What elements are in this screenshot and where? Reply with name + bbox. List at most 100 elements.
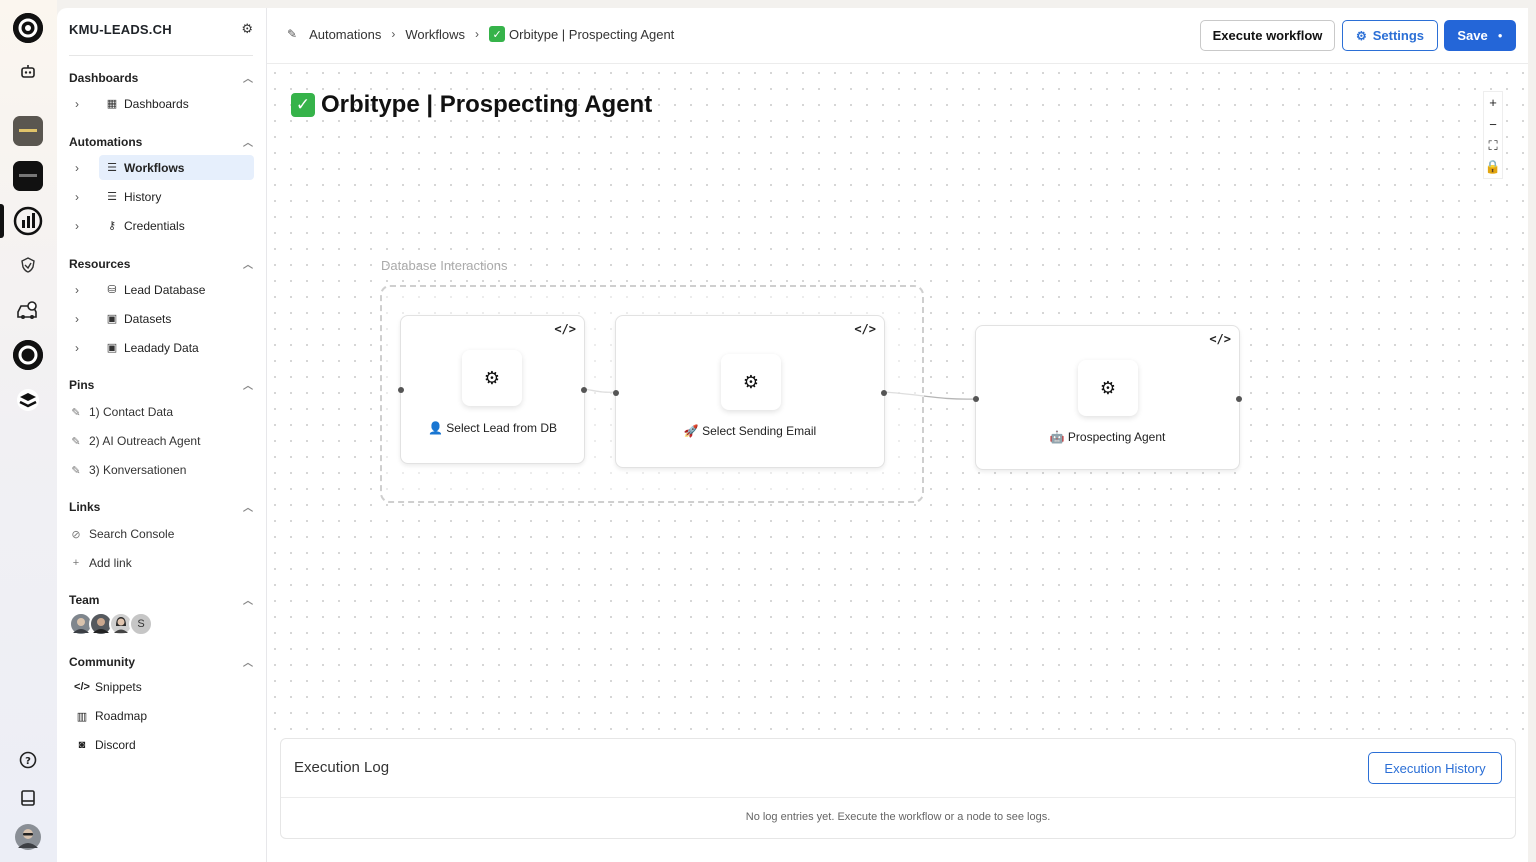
link-search-console[interactable]: ⊘Search Console <box>69 523 253 545</box>
book-icon[interactable] <box>13 783 43 813</box>
settings-button[interactable]: ⚙Settings <box>1342 20 1438 51</box>
code-icon[interactable]: </> <box>1209 332 1231 346</box>
key-icon: ⚷ <box>107 220 117 232</box>
node-input-handle[interactable] <box>973 396 979 402</box>
sidebar-item-leadady-data[interactable]: ▣Leadady Data <box>99 335 254 360</box>
sidebar-item-workflows[interactable]: ☰Workflows <box>99 155 254 180</box>
group-label: Database Interactions <box>381 258 508 273</box>
map-icon: ▥ <box>76 710 88 723</box>
section-team[interactable]: Team︿ <box>69 592 253 608</box>
sidebar: KMU-LEADS.CH ⚙ Dashboards︿ › ▦Dashboards… <box>57 8 267 862</box>
node-output-handle[interactable] <box>1236 396 1242 402</box>
node-output-handle[interactable] <box>881 390 887 396</box>
section-pins[interactable]: Pins︿ <box>69 377 253 393</box>
workflow-node[interactable]: </> ⚙ 🚀 Select Sending Email <box>613 315 887 468</box>
org-switcher[interactable]: KMU-LEADS.CH ⚙ <box>69 21 253 56</box>
folder-icon: ▣ <box>106 342 118 354</box>
check-icon: ✓ <box>489 26 506 42</box>
workspace-thumbnail-icon[interactable] <box>13 116 43 146</box>
node-output-handle[interactable] <box>581 387 587 393</box>
chevron-right-icon[interactable]: › <box>75 190 79 204</box>
pin-icon: ✎ <box>71 435 81 448</box>
pin-icon: ✎ <box>71 464 81 477</box>
chevron-up-icon: ︿ <box>243 596 253 607</box>
folder-icon: ▣ <box>106 313 118 325</box>
user-avatar-icon[interactable] <box>13 822 43 852</box>
chevron-right-icon[interactable]: › <box>75 219 79 233</box>
list-icon: ☰ <box>107 162 117 174</box>
chevron-right-icon: › <box>391 27 396 41</box>
database-icon: ⛁ <box>107 284 117 296</box>
chevron-right-icon[interactable]: › <box>75 161 79 175</box>
analytics-icon[interactable] <box>13 206 43 236</box>
link-icon: ⊘ <box>71 528 81 541</box>
node-input-handle[interactable] <box>398 387 404 393</box>
orbitype-logo-icon[interactable] <box>13 13 43 43</box>
avatar[interactable] <box>69 612 93 636</box>
gear-icon: ⚙ <box>462 350 522 406</box>
gear-icon: ⚙ <box>1078 360 1138 416</box>
community-roadmap[interactable]: ▥Roadmap <box>76 709 148 723</box>
workflow-node[interactable]: </> ⚙ 👤 Select Lead from DB <box>398 315 587 464</box>
avatar[interactable] <box>109 612 133 636</box>
orbit-app-icon[interactable] <box>13 340 43 370</box>
grid-icon: ▦ <box>106 98 118 110</box>
log-empty-message: No log entries yet. Execute the workflow… <box>745 811 1051 823</box>
shield-leaf-icon[interactable] <box>13 250 43 280</box>
node-label: 👤 Select Lead from DB <box>428 421 557 435</box>
node-input-handle[interactable] <box>613 390 619 396</box>
community-discord[interactable]: ◙Discord <box>75 734 259 756</box>
sidebar-item-dashboards[interactable]: ▦Dashboards <box>99 91 254 116</box>
chevron-right-icon[interactable]: › <box>75 312 79 326</box>
code-icon[interactable]: </> <box>554 322 576 336</box>
sidebar-item-datasets[interactable]: ▣Datasets <box>99 306 254 331</box>
gear-icon[interactable]: ⚙ <box>241 21 253 36</box>
save-button[interactable]: Save● <box>1444 20 1516 51</box>
breadcrumb-workflows[interactable]: Workflows <box>405 26 466 42</box>
list-icon: ☰ <box>107 191 117 203</box>
section-dashboards[interactable]: Dashboards︿ <box>69 70 253 86</box>
sidebar-item-lead-database[interactable]: ⛁Lead Database <box>99 277 254 302</box>
workspace-dark-icon[interactable] <box>13 161 43 191</box>
pin-item[interactable]: ✎2) AI Outreach Agent <box>69 430 253 452</box>
pin-icon[interactable]: ✎ <box>287 27 298 41</box>
workflow-title: ✓ Orbitype | Prospecting Agent <box>291 91 652 119</box>
sidebar-item-history[interactable]: ☰History <box>99 184 254 209</box>
workflow-canvas[interactable]: ✓ Orbitype | Prospecting Agent + − ⛶ 🔒 D… <box>267 65 1528 735</box>
chevron-right-icon[interactable]: › <box>75 97 79 111</box>
chevron-up-icon: ︿ <box>243 381 253 392</box>
code-icon[interactable]: </> <box>854 322 876 336</box>
discord-icon: ◙ <box>78 739 86 751</box>
chevron-right-icon[interactable]: › <box>75 283 79 297</box>
section-community[interactable]: Community︿ <box>69 654 253 670</box>
chevron-right-icon[interactable]: › <box>75 341 79 355</box>
community-snippets[interactable]: </>Snippets <box>74 680 142 694</box>
section-automations[interactable]: Automations︿ <box>69 134 253 150</box>
execution-log-title: Execution Log <box>294 759 390 776</box>
sidebar-item-credentials[interactable]: ⚷Credentials <box>99 213 254 238</box>
execution-history-button[interactable]: Execution History <box>1368 752 1502 784</box>
pin-item[interactable]: ✎3) Konversationen <box>69 459 253 481</box>
lock-icon[interactable]: 🔒 <box>1484 159 1502 175</box>
chevron-up-icon: ︿ <box>243 260 253 271</box>
section-links[interactable]: Links︿ <box>69 499 253 515</box>
zoom-out-icon[interactable]: − <box>1489 116 1497 132</box>
workflow-node[interactable]: </> ⚙ 🤖 Prospecting Agent <box>973 325 1242 470</box>
help-icon[interactable]: ? <box>13 745 43 775</box>
car-search-icon[interactable] <box>13 295 43 325</box>
chevron-right-icon: › <box>475 27 480 41</box>
team-avatars: S <box>69 612 153 636</box>
execute-workflow-button[interactable]: Execute workflow <box>1200 20 1335 51</box>
breadcrumb-automations[interactable]: Automations <box>309 26 382 42</box>
chevron-up-icon: ︿ <box>243 74 253 85</box>
layers-logo-icon[interactable] <box>13 385 43 415</box>
zoom-in-icon[interactable]: + <box>1489 95 1497 111</box>
avatar-initial[interactable]: S <box>129 612 153 636</box>
fit-view-icon[interactable]: ⛶ <box>1488 137 1498 153</box>
add-link-button[interactable]: +Add link <box>69 552 253 574</box>
main-content: ✎ Automations › Workflows › ✓ Orbitype |… <box>267 8 1528 862</box>
robot-icon[interactable] <box>13 57 43 87</box>
pin-icon: ✎ <box>71 406 81 419</box>
pin-item[interactable]: ✎1) Contact Data <box>69 401 253 423</box>
section-resources[interactable]: Resources︿ <box>69 256 253 272</box>
